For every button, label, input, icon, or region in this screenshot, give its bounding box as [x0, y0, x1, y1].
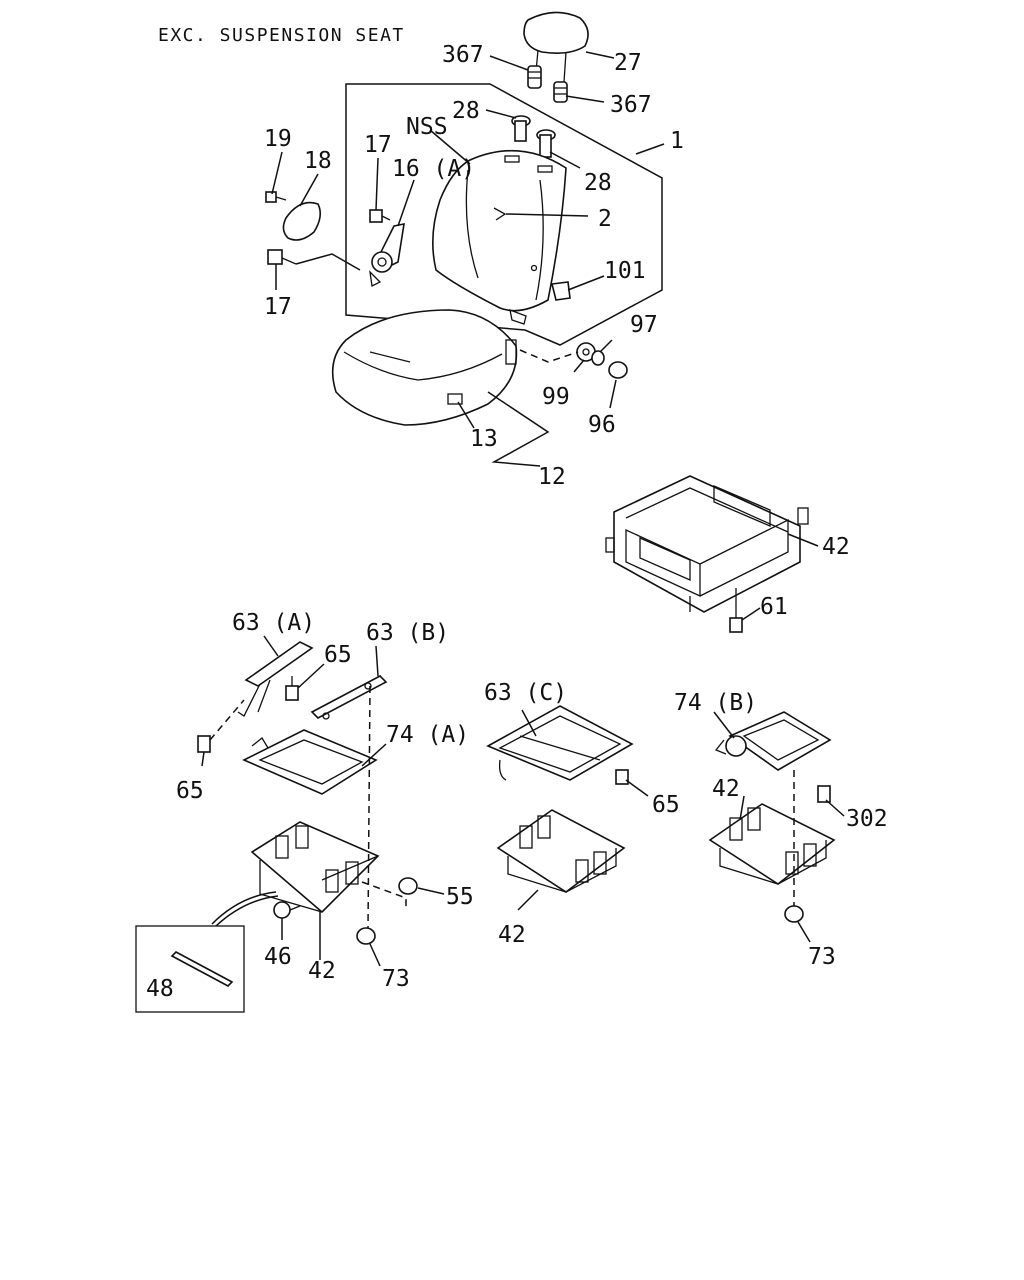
- nut-73-a: [356, 927, 376, 945]
- screw-19: [265, 191, 287, 203]
- seat-assembly: [265, 11, 665, 467]
- diagram-title: EXC. SUSPENSION SEAT: [158, 25, 405, 46]
- label-63c: 63 (C): [484, 680, 567, 706]
- guide-sleeve-right: [536, 129, 556, 158]
- label-99: 99: [542, 384, 570, 410]
- label-74a: 74 (A): [386, 722, 469, 748]
- nut-96: [608, 361, 628, 379]
- right-adjuster-group: [708, 711, 845, 943]
- label-17-upper: 17: [364, 132, 392, 158]
- recliner-mechanism: [369, 222, 405, 287]
- label-42-center: 42: [498, 922, 526, 948]
- bolt-302: [817, 785, 831, 803]
- label-42-left: 42: [308, 958, 336, 984]
- assembly-bracket-outline: [345, 83, 663, 346]
- label-18: 18: [304, 148, 332, 174]
- headrest-guide-right: [553, 81, 568, 103]
- label-74b: 74 (B): [674, 690, 757, 716]
- label-13: 13: [470, 426, 498, 452]
- label-101: 101: [604, 258, 646, 284]
- label-16a: 16 (A): [392, 156, 475, 182]
- part-labels: 367 27 367 28 NSS 1 28 19 18 17 16 (A) 2…: [146, 42, 888, 1002]
- label-42-riser: 42: [822, 534, 850, 560]
- label-302: 302: [846, 806, 888, 832]
- label-65-upper: 65: [324, 642, 352, 668]
- bolt-65-c: [615, 769, 629, 785]
- box-48: [135, 925, 245, 1013]
- label-96: 96: [588, 412, 616, 438]
- label-17-lower: 17: [264, 294, 292, 320]
- rod-48: [170, 951, 234, 987]
- label-367-lower: 367: [610, 92, 652, 118]
- label-97: 97: [630, 312, 658, 338]
- nut-55: [398, 877, 418, 895]
- riser-frame: [605, 475, 819, 633]
- label-12: 12: [538, 464, 566, 490]
- nut-73-b: [784, 905, 804, 923]
- label-65-center: 65: [652, 792, 680, 818]
- label-48: 48: [146, 976, 174, 1002]
- label-28-upper: 28: [452, 98, 480, 124]
- label-2: 2: [598, 206, 612, 232]
- label-73-right: 73: [808, 944, 836, 970]
- label-nss: NSS: [406, 114, 448, 140]
- bolt-61: [729, 612, 743, 633]
- washer: [591, 350, 605, 366]
- label-63a: 63 (A): [232, 610, 315, 636]
- left-adjuster-group: [135, 635, 445, 1013]
- label-65-left: 65: [176, 778, 204, 804]
- bolt-17-lower: [267, 249, 297, 265]
- label-367-upper: 367: [442, 42, 484, 68]
- label-63b: 63 (B): [366, 620, 449, 646]
- center-adjuster-group: [486, 705, 649, 911]
- bolt-46: [273, 901, 301, 919]
- label-46: 46: [264, 944, 292, 970]
- headrest-guide-left: [527, 65, 542, 89]
- guide-sleeve-left: [511, 115, 531, 142]
- knob: [282, 201, 322, 241]
- label-55: 55: [446, 884, 474, 910]
- label-28-lower: 28: [584, 170, 612, 196]
- label-61: 61: [760, 594, 788, 620]
- bolt-65-a: [285, 676, 299, 701]
- bolt-17-upper: [369, 209, 391, 223]
- label-19: 19: [264, 126, 292, 152]
- clip: [551, 281, 571, 301]
- label-1: 1: [670, 128, 684, 154]
- label-27: 27: [614, 50, 642, 76]
- seat-back: [432, 149, 567, 325]
- label-42-right: 42: [712, 776, 740, 802]
- bolt-65-b: [197, 735, 211, 753]
- seat-cushion: [331, 309, 518, 426]
- label-73-left: 73: [382, 966, 410, 992]
